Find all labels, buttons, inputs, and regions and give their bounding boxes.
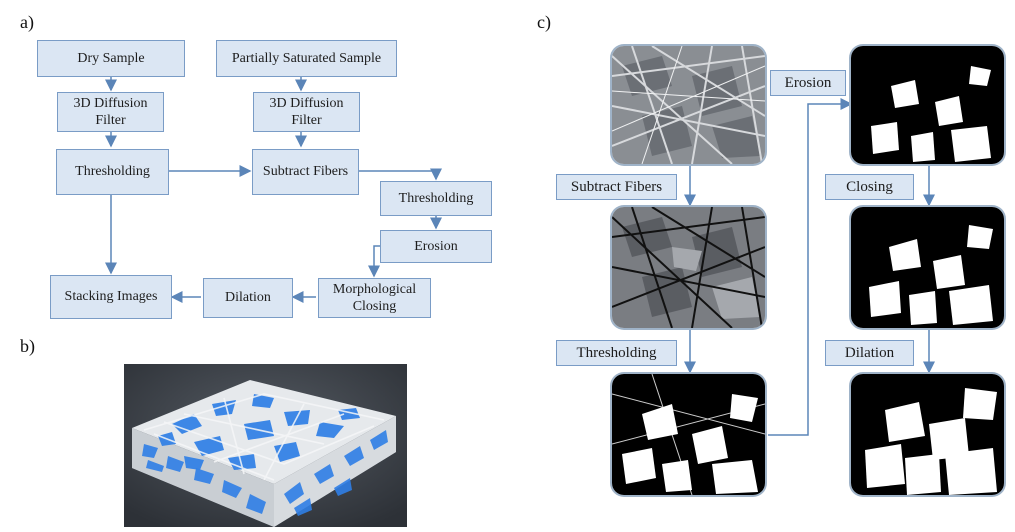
diffusion-filter-box-1: 3D Diffusion Filter — [57, 92, 164, 132]
stacking-images-box: Stacking Images — [50, 275, 172, 319]
thresholding-2-label: Thresholding — [398, 190, 474, 206]
thresholding-box-1: Thresholding — [56, 149, 169, 195]
dilation-label: Dilation — [225, 290, 271, 306]
dilated-image — [851, 374, 1004, 495]
thresholded-image — [612, 374, 765, 495]
morphological-closing-line2: Closing — [352, 299, 397, 314]
thresholding-tag: Thresholding — [556, 340, 677, 366]
panel-label-b: b) — [20, 336, 35, 356]
raw-fiber-image — [612, 46, 765, 164]
dry-sample-box: Dry Sample — [37, 40, 185, 77]
closed-image — [851, 207, 1004, 328]
erosion-label: Erosion — [414, 238, 458, 254]
morphological-closing-line1: Morphological — [332, 281, 417, 297]
subtract-fibers-box: Subtract Fibers — [252, 149, 359, 195]
erosion-tag-label: Erosion — [784, 74, 832, 91]
partially-saturated-label: Partially Saturated Sample — [231, 50, 382, 66]
subtract-fibers-tag: Subtract Fibers — [556, 174, 677, 200]
diffusion-filter-box-2: 3D Diffusion Filter — [253, 92, 360, 132]
dilation-tag-label: Dilation — [844, 344, 895, 361]
diffusion-filter-2-line1: 3D Diffusion — [269, 95, 344, 111]
thresholding-1-label: Thresholding — [75, 164, 150, 180]
eroded-image — [851, 46, 1004, 164]
panel-label-a: a) — [20, 12, 34, 32]
dry-sample-label: Dry Sample — [77, 50, 145, 66]
thresholding-box-2: Thresholding — [380, 181, 492, 216]
morphological-closing-box: Morphological Closing — [318, 278, 431, 318]
subtract-fibers-tag-label: Subtract Fibers — [570, 178, 663, 195]
thresholding-tag-label: Thresholding — [576, 344, 657, 361]
erosion-box: Erosion — [380, 230, 492, 263]
dilation-box: Dilation — [203, 278, 293, 318]
subtract-fibers-label: Subtract Fibers — [262, 164, 349, 180]
partially-saturated-box: Partially Saturated Sample — [216, 40, 397, 77]
closing-tag: Closing — [825, 174, 914, 200]
subtracted-fiber-image — [612, 207, 765, 328]
diffusion-filter-2-line2: Filter — [291, 113, 322, 128]
diffusion-filter-1-line2: Filter — [95, 113, 126, 128]
panel-label-c: c) — [537, 12, 551, 32]
dilation-tag: Dilation — [825, 340, 914, 366]
closing-tag-label: Closing — [846, 178, 893, 195]
stacking-images-label: Stacking Images — [64, 289, 158, 305]
diffusion-filter-1-line1: 3D Diffusion — [73, 95, 148, 111]
sample-3d-render — [124, 364, 407, 527]
erosion-tag: Erosion — [770, 70, 846, 96]
